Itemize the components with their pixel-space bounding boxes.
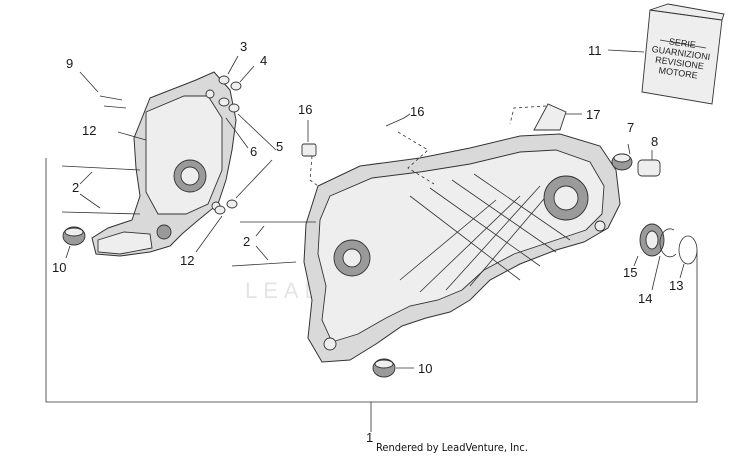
callout-12-lower: 12 xyxy=(180,253,194,268)
washers-and-dowels xyxy=(117,55,277,253)
bearing-item-15 xyxy=(633,223,665,267)
callout-3: 3 xyxy=(240,39,247,54)
bolts-item-9 xyxy=(79,71,127,109)
ring-item-13 xyxy=(678,235,698,279)
callout-6: 6 xyxy=(250,144,257,159)
callout-8: 8 xyxy=(651,134,658,149)
seal-item-8 xyxy=(637,150,661,177)
left-crankcase-half xyxy=(91,71,237,257)
callout-9: 9 xyxy=(66,56,73,71)
screw-item-16 xyxy=(385,113,435,185)
callout-10-left: 10 xyxy=(52,260,66,275)
callout-15: 15 xyxy=(623,265,637,280)
callout-4: 4 xyxy=(260,53,267,68)
stud-bolts-middle xyxy=(231,221,316,267)
render-credit: Rendered by LeadVenture, Inc. xyxy=(376,441,528,454)
stud-bolts-left xyxy=(61,165,141,215)
bush-item-7 xyxy=(611,143,633,171)
callout-16-screw: 16 xyxy=(410,104,424,119)
crankcase-ribbing xyxy=(399,173,571,293)
circlip-item-14 xyxy=(651,228,677,291)
callout-2-middle: 2 xyxy=(243,234,250,249)
dowel-pin-item-16 xyxy=(301,120,319,187)
callout-5: 5 xyxy=(276,139,283,154)
bush-item-10-left xyxy=(62,226,86,259)
gasket-bag-line-1: SERIE xyxy=(668,36,696,50)
callout-13: 13 xyxy=(669,278,683,293)
callout-7: 7 xyxy=(627,120,634,135)
sensor-plate-item-17 xyxy=(509,103,582,131)
gasket-kit-bag: SERIE GUARNIZIONI REVISIONE MOTORE xyxy=(607,3,725,105)
callout-17: 17 xyxy=(586,107,600,122)
callout-14: 14 xyxy=(638,291,652,306)
callout-1: 1 xyxy=(366,430,373,445)
callout-10-lower: 10 xyxy=(418,361,432,376)
callout-16-pin: 16 xyxy=(298,102,312,117)
callout-2-left: 2 xyxy=(72,180,79,195)
right-crankcase-half xyxy=(303,133,621,363)
callout-11: 11 xyxy=(588,43,602,58)
callout-12-upper: 12 xyxy=(82,123,96,138)
bush-item-10-lower xyxy=(372,358,414,378)
assembly-bracket xyxy=(45,158,698,432)
